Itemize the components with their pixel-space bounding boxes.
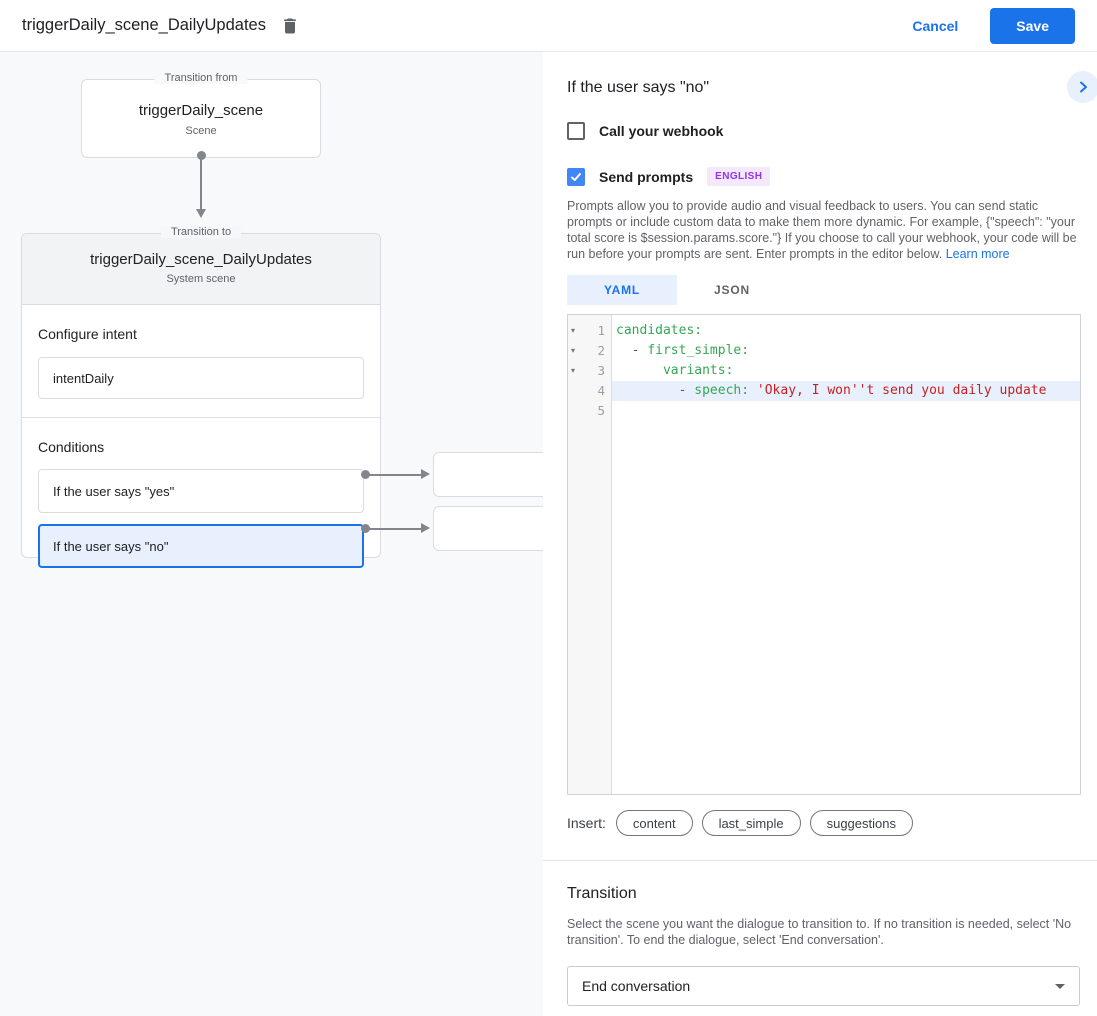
header: triggerDaily_scene_DailyUpdates Cancel S… xyxy=(0,0,1097,52)
gutter-line: 4 xyxy=(568,381,611,401)
connector-arrowhead-icon xyxy=(421,523,430,533)
node-legend: Transition from xyxy=(154,72,248,84)
fold-arrow-icon[interactable]: ▾ xyxy=(571,326,576,335)
dropdown-caret-icon xyxy=(1055,983,1065,989)
insert-label: Insert: xyxy=(567,815,606,831)
code-token: variants: xyxy=(662,363,734,378)
node-subtitle: System scene xyxy=(166,273,236,285)
language-badge: ENGLISH xyxy=(707,167,771,186)
conditions-section: Conditions If the user says "yes"If the … xyxy=(22,439,380,568)
delete-button[interactable] xyxy=(280,16,300,36)
code-line[interactable]: - first_simple: xyxy=(612,341,1080,361)
code-token xyxy=(616,363,663,378)
gutter-line: 5 xyxy=(568,401,611,421)
flow-canvas: Transition from triggerDaily_scene Scene… xyxy=(0,52,543,1016)
prompts-description: Prompts allow you to provide audio and v… xyxy=(567,198,1082,262)
transition-description: Select the scene you want the dialogue t… xyxy=(567,917,1072,947)
node-transition-from[interactable]: Transition from triggerDaily_scene Scene xyxy=(81,72,321,158)
editor-tabs: YAML JSON xyxy=(567,275,787,305)
insert-content-button[interactable]: content xyxy=(615,810,693,836)
page-title: triggerDaily_scene_DailyUpdates xyxy=(22,16,266,34)
code-token: speech: xyxy=(694,383,750,398)
node-legend: Transition to xyxy=(160,226,242,238)
connector-dot xyxy=(361,524,370,533)
target-node[interactable] xyxy=(433,452,543,497)
code-token: first_simple: xyxy=(647,343,750,358)
save-button[interactable]: Save xyxy=(990,7,1075,44)
code-token: - xyxy=(678,383,695,398)
condition-item[interactable]: If the user says "no" xyxy=(38,524,364,568)
node-title: triggerDaily_scene_DailyUpdates xyxy=(90,251,312,268)
condition-detail-panel: If the user says "no" Call your webhook … xyxy=(543,52,1097,1016)
gutter-line: ▾2 xyxy=(568,341,611,361)
gutter-line: ▾1 xyxy=(568,321,611,341)
line-number: 4 xyxy=(597,383,605,398)
send-prompts-checkbox[interactable] xyxy=(567,167,585,186)
checkbox-label: Call your webhook xyxy=(599,123,724,139)
line-number: 1 xyxy=(597,323,605,338)
node-transition-to: Transition to triggerDaily_scene_DailyUp… xyxy=(21,226,381,568)
insert-suggestions-button[interactable]: suggestions xyxy=(809,810,913,836)
connector-arrowhead-icon xyxy=(421,469,430,479)
insert-buttons: content last_simple suggestions xyxy=(615,810,922,836)
node-title: triggerDaily_scene xyxy=(138,102,264,119)
transition-dropdown[interactable]: End conversation xyxy=(567,966,1080,1006)
code-token xyxy=(616,343,632,358)
chevron-right-icon xyxy=(1080,81,1087,93)
fold-arrow-icon[interactable]: ▾ xyxy=(571,366,576,375)
cancel-button[interactable]: Cancel xyxy=(912,17,959,34)
dropdown-value: End conversation xyxy=(582,978,691,994)
code-line[interactable]: - speech: 'Okay, I won''t send you daily… xyxy=(612,381,1080,401)
gutter-line: ▾3 xyxy=(568,361,611,381)
line-number: 5 xyxy=(597,403,605,418)
connector-dot xyxy=(361,470,370,479)
code-token xyxy=(616,383,679,398)
line-number: 2 xyxy=(597,343,605,358)
send-prompts-row: Send prompts ENGLISH xyxy=(567,167,771,186)
tab-json[interactable]: JSON xyxy=(714,283,750,297)
checkmark-icon xyxy=(571,172,581,181)
code-line[interactable]: candidates: xyxy=(612,321,1080,341)
webhook-row: Call your webhook xyxy=(567,122,723,140)
code-token: - xyxy=(631,343,648,358)
editor-code[interactable]: candidates: - first_simple: variants: - … xyxy=(612,315,1080,794)
connector-line xyxy=(200,156,202,210)
section-divider xyxy=(543,860,1097,861)
code-token: candidates: xyxy=(616,323,703,338)
conditions-list: If the user says "yes" If the user says "… xyxy=(38,469,364,568)
checkbox-label: Send prompts xyxy=(599,168,694,185)
section-label: Conditions xyxy=(38,439,105,455)
tab-yaml[interactable]: YAML xyxy=(567,275,677,305)
code-token xyxy=(749,383,757,398)
configure-intent-section: Configure intent intentDaily xyxy=(22,326,380,418)
intent-field[interactable]: intentDaily xyxy=(38,357,364,399)
connector-dot xyxy=(197,151,206,160)
fold-arrow-icon[interactable]: ▾ xyxy=(571,346,576,355)
collapse-panel-button[interactable] xyxy=(1067,71,1097,103)
target-node[interactable] xyxy=(433,506,543,551)
transition-title: Transition xyxy=(567,885,637,902)
insert-last_simple-button[interactable]: last_simple xyxy=(701,810,801,836)
code-line[interactable] xyxy=(612,401,1080,421)
line-number: 3 xyxy=(597,363,605,378)
connector-line xyxy=(366,528,422,530)
connector-line xyxy=(366,474,422,476)
code-line[interactable]: variants: xyxy=(612,361,1080,381)
description-text: Prompts allow you to provide audio and v… xyxy=(567,199,1077,261)
section-label: Configure intent xyxy=(38,326,137,342)
panel-title: If the user says "no" xyxy=(567,79,710,96)
trash-icon xyxy=(284,18,296,33)
condition-item[interactable]: If the user says "yes" xyxy=(38,469,364,513)
call-webhook-checkbox[interactable] xyxy=(567,122,585,140)
code-token: 'Okay, I won''t send you daily update xyxy=(756,383,1047,398)
connector-arrowhead-icon xyxy=(196,209,206,218)
insert-row: Insert: content last_simple suggestions xyxy=(567,810,922,836)
learn-more-link[interactable]: Learn more xyxy=(945,247,1010,261)
node-subtitle: Scene xyxy=(185,125,217,137)
scene-card-header[interactable]: Transition to triggerDaily_scene_DailyUp… xyxy=(22,226,380,305)
